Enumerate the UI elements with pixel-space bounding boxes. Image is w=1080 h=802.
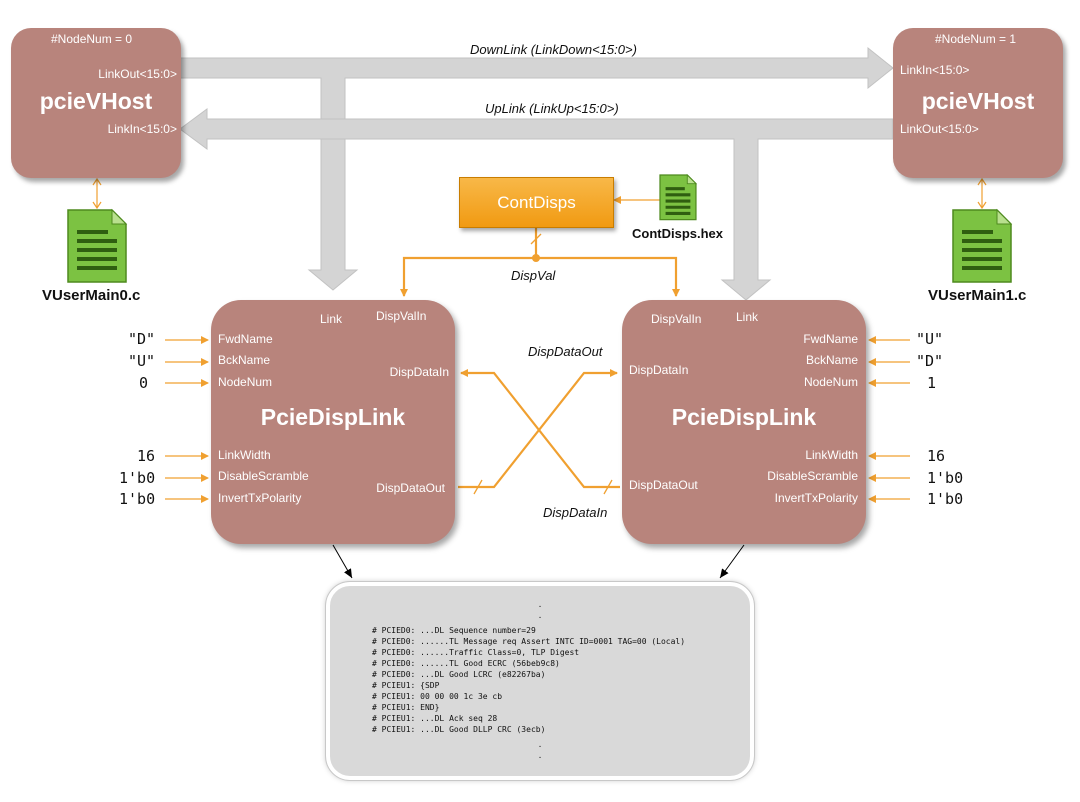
link0-value-bckname: "U" [128, 352, 156, 370]
log-line: # PCIED0: ......TL Message req Assert IN… [372, 637, 686, 646]
link1-dispdataout-port: DispDataOut [629, 478, 698, 492]
log-line: # PCIED0: ...DL Good LCRC (e82267ba) [372, 670, 546, 679]
cross-data-wires [458, 369, 620, 489]
vusermain1-filename: VUserMain1.c [928, 287, 1027, 304]
link1-dispvalin-port: DispValIn [651, 312, 702, 326]
link0-value-linkwidth: 16 [137, 447, 156, 465]
link0-port-linkwidth: LinkWidth [218, 448, 271, 462]
pciedisplink-0-block: Link DispValIn FwdName BckName NodeNum D… [211, 300, 455, 544]
link1-value-inverttxpolarity: 1'b0 [927, 490, 964, 508]
link0-value-nodenum: 0 [139, 374, 149, 392]
log-line: # PCIED0: ...DL Sequence number=29 [372, 626, 536, 635]
vusermain1-file-icon [952, 208, 1013, 283]
log-ellipsis-bottom-1: . [538, 739, 542, 750]
link1-log-arrow [719, 544, 745, 579]
log-line: # PCIEU1: ...DL Good DLLP CRC (3ecb) [372, 725, 546, 734]
link0-dispvalin-port: DispValIn [376, 309, 427, 323]
link1-value-bckname: "D" [916, 352, 944, 370]
downlink-bus [179, 46, 894, 291]
link1-value-disablescramble: 1'b0 [927, 469, 964, 487]
link1-value-linkwidth: 16 [927, 447, 946, 465]
log-line: # PCIED0: ......TL Good ECRC (56beb9c8) [372, 659, 560, 668]
host1-linkout-port: LinkOut<15:0> [900, 122, 979, 136]
host1-nodenum: #NodeNum = 1 [935, 32, 1017, 46]
link1-input-arrows [868, 336, 910, 503]
link1-title: PcieDispLink [671, 404, 817, 430]
dispval-bus-tick [530, 233, 542, 245]
link1-value-nodenum: 1 [927, 374, 937, 392]
link1-port-disablescramble: DisableScramble [767, 469, 858, 483]
link1-port-bckname: BckName [805, 353, 858, 367]
log-line: # PCIEU1: 00 00 00 1c 3e cb [372, 692, 503, 701]
dispdataout-label: DispDataOut [528, 344, 603, 359]
link0-value-fwdname: "D" [128, 330, 156, 348]
dispdatain-bus-tick [603, 479, 613, 495]
link0-dispdatain-port: DispDataIn [389, 365, 449, 379]
vusermain0-file-icon [67, 208, 128, 283]
log-line: # PCIEU1: END} [372, 703, 440, 712]
link1-link-port: Link [736, 310, 759, 324]
link1-value-fwdname: "U" [916, 330, 944, 348]
dispval-label: DispVal [511, 268, 556, 283]
link0-value-inverttxpolarity: 1'b0 [119, 490, 156, 508]
host0-file-connector [92, 177, 102, 210]
simulation-log-panel: . . # PCIED0: ...DL Sequence number=29 #… [325, 581, 755, 781]
link1-port-linkwidth: LinkWidth [805, 448, 858, 462]
host1-title: pcieVHost [921, 88, 1035, 114]
link1-port-inverttxpolarity: InvertTxPolarity [774, 491, 858, 505]
dispdataout-bus-tick [473, 479, 483, 495]
link0-value-disablescramble: 1'b0 [119, 469, 156, 487]
link0-port-bckname: BckName [218, 353, 271, 367]
contdisps-hex-filename: ContDisps.hex [632, 226, 724, 241]
host0-linkin-port: LinkIn<15:0> [107, 122, 177, 136]
vusermain0-filename: VUserMain0.c [42, 287, 141, 304]
pcievhost-0-block: #NodeNum = 0 LinkOut<15:0> pcieVHost Lin… [11, 28, 181, 178]
link0-link-port: Link [320, 312, 343, 326]
pciedisplink-1-block: DispValIn Link DispDataIn FwdName BckNam… [622, 300, 866, 544]
log-ellipsis-top-1: . [538, 599, 542, 610]
host0-nodenum: #NodeNum = 0 [51, 32, 133, 46]
link0-port-nodenum: NodeNum [218, 375, 273, 389]
link1-port-fwdname: FwdName [803, 332, 858, 346]
uplink-bus [179, 108, 894, 301]
pcievhost-1-block: #NodeNum = 1 LinkIn<15:0> pcieVHost Link… [893, 28, 1063, 178]
link0-port-fwdname: FwdName [218, 332, 273, 346]
link1-dispdatain-port: DispDataIn [629, 363, 689, 377]
host1-file-connector [977, 177, 987, 210]
host1-linkin-port: LinkIn<15:0> [900, 63, 970, 77]
host0-linkout-port: LinkOut<15:0> [98, 67, 177, 81]
contdisps-block: ContDisps [459, 177, 614, 228]
contdisps-hex-file-icon [659, 173, 698, 221]
log-line: # PCIEU1: {SDP [372, 681, 440, 690]
link0-title: PcieDispLink [260, 404, 406, 430]
log-ellipsis-top-2: . [538, 610, 542, 621]
link1-port-nodenum: NodeNum [803, 375, 858, 389]
dispval-junction [532, 254, 540, 262]
link0-log-arrow [332, 544, 353, 579]
dispval-wires [400, 226, 680, 297]
log-ellipsis-bottom-2: . [538, 750, 542, 761]
link0-input-arrows [165, 336, 209, 503]
log-line: # PCIED0: ......Traffic Class=0, TLP Dig… [372, 648, 580, 657]
link0-port-inverttxpolarity: InvertTxPolarity [218, 491, 302, 505]
host0-title: pcieVHost [39, 88, 153, 114]
uplink-label: UpLink (LinkUp<15:0>) [485, 101, 619, 116]
link0-dispdataout-port: DispDataOut [376, 481, 445, 495]
link0-port-disablescramble: DisableScramble [218, 469, 309, 483]
log-line: # PCIEU1: ...DL Ack seq 28 [372, 714, 498, 723]
dispdatain-label: DispDataIn [543, 505, 608, 520]
downlink-label: DownLink (LinkDown<15:0>) [470, 42, 637, 57]
